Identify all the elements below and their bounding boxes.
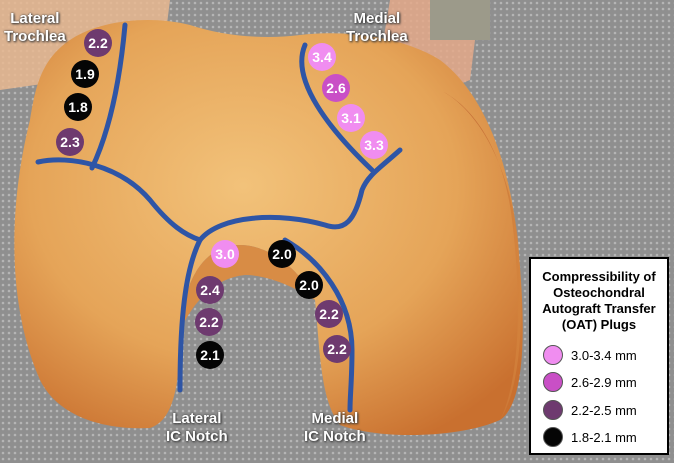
plug-label: 2.6: [326, 80, 346, 96]
plug-label: 1.9: [75, 66, 95, 82]
plug-lateral-ic-notch-4: 2.1: [196, 341, 224, 369]
clamp: [430, 0, 490, 40]
plug-label: 1.8: [68, 99, 88, 115]
legend-item-3-0: 3.0-3.4 mm: [543, 344, 637, 366]
plug-label: 2.2: [199, 314, 219, 330]
legend-title-line: (OAT) Plugs: [561, 317, 637, 332]
plug-label: 2.4: [200, 282, 220, 298]
plug-medial-ic-notch-2: 2.0: [295, 271, 323, 299]
legend-swatch: [543, 372, 563, 392]
label-medial-trochlea: Medial Trochlea: [346, 10, 408, 46]
plug-label: 3.0: [215, 246, 235, 262]
lateral-trochlea-line: [89, 22, 128, 171]
plug-lateral-trochlea-3: 1.8: [64, 93, 92, 121]
legend-label: 3.0-3.4 mm: [571, 347, 637, 363]
plug-label: 2.2: [319, 306, 339, 322]
legend: Compressibility of Osteochondral Autogra…: [529, 257, 669, 455]
legend-swatch: [543, 400, 563, 420]
plug-lateral-trochlea-2: 1.9: [71, 60, 99, 88]
plug-lateral-ic-notch-1: 3.0: [211, 240, 239, 268]
legend-title-line: Compressibility of: [542, 269, 656, 284]
plug-medial-trochlea-4: 3.3: [360, 131, 388, 159]
plug-medial-ic-notch-1: 2.0: [268, 240, 296, 268]
plug-lateral-ic-notch-2: 2.4: [196, 276, 224, 304]
plug-label: 2.0: [299, 277, 319, 293]
legend-item-1-8: 1.8-2.1 mm: [543, 426, 637, 448]
legend-swatch: [543, 345, 563, 365]
legend-swatch: [543, 427, 563, 447]
plug-label: 3.1: [341, 110, 361, 126]
plug-lateral-ic-notch-3: 2.2: [195, 308, 223, 336]
plug-label: 2.2: [88, 35, 108, 51]
label-line: IC Notch: [166, 428, 228, 445]
label-line: Trochlea: [4, 28, 66, 45]
label-line: IC Notch: [304, 428, 366, 445]
legend-title-line: Autograft Transfer: [542, 301, 656, 316]
label-lateral-trochlea: Lateral Trochlea: [4, 10, 66, 46]
lateral-condyle-line: [35, 157, 203, 243]
boundary-lines: [35, 22, 403, 413]
plug-label: 2.3: [60, 134, 80, 150]
plug-medial-trochlea-1: 3.4: [308, 43, 336, 71]
label-line: Trochlea: [346, 28, 408, 45]
plug-lateral-trochlea-4: 2.3: [56, 128, 84, 156]
label-line: Lateral: [172, 410, 222, 427]
legend-label: 2.2-2.5 mm: [571, 402, 637, 418]
plug-markers: 2.2 1.9 1.8 2.3 3.4 2.6: [56, 29, 388, 369]
legend-item-2-6: 2.6-2.9 mm: [543, 371, 637, 393]
legend-label: 2.6-2.9 mm: [571, 374, 637, 390]
label-medial-ic-notch: Medial IC Notch: [304, 410, 366, 446]
label-line: Medial: [311, 410, 359, 427]
plug-medial-trochlea-2: 2.6: [322, 74, 350, 102]
label-lateral-ic-notch: Lateral IC Notch: [166, 410, 228, 446]
label-line: Lateral: [10, 10, 60, 27]
plug-label: 3.3: [364, 137, 384, 153]
plug-lateral-trochlea-1: 2.2: [84, 29, 112, 57]
legend-title: Compressibility of Osteochondral Autogra…: [531, 269, 667, 333]
plug-label: 2.0: [272, 246, 292, 262]
notch-roof-line: [197, 147, 403, 243]
lateral-notch-line: [177, 237, 203, 393]
plug-label: 3.4: [312, 49, 332, 65]
legend-label: 1.8-2.1 mm: [571, 429, 637, 445]
plug-medial-trochlea-3: 3.1: [337, 104, 365, 132]
medial-notch-line: [282, 237, 355, 413]
legend-title-line: Osteochondral: [553, 285, 645, 300]
plug-medial-ic-notch-4: 2.2: [323, 335, 351, 363]
plug-medial-ic-notch-3: 2.2: [315, 300, 343, 328]
label-line: Medial: [353, 10, 401, 27]
plug-label: 2.2: [327, 341, 347, 357]
femoral-cartilage: [14, 20, 523, 436]
medial-side: [440, 90, 521, 420]
legend-item-2-2: 2.2-2.5 mm: [543, 399, 637, 421]
medial-trochlea-line: [299, 42, 375, 173]
plug-label: 2.1: [200, 347, 220, 363]
